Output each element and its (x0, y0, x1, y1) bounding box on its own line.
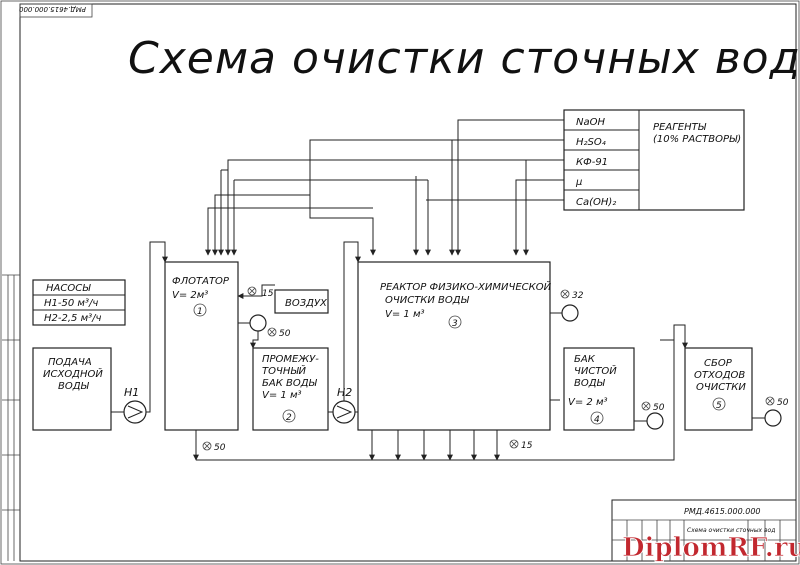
reactor-bottom-drains: 15 (196, 430, 533, 461)
title-block: РМД.4615.000.000 Схема очистки сточных в… (611, 499, 797, 562)
reagent-naoh: NaOH (576, 117, 605, 128)
flotator-side-outlet: 50 (238, 314, 291, 349)
flotator-bottom-valve-label: 50 (214, 443, 226, 453)
flotator-name: ФЛОТАТОР (172, 276, 230, 287)
clean-tank-label-1: БАК (574, 354, 596, 365)
waste-outlet: 50 (752, 396, 789, 427)
feed-label-1: ПОДАЧА (48, 357, 92, 368)
feed-label-2: ИСХОДНОЙ (43, 367, 103, 380)
flotator-number: 1 (197, 307, 203, 317)
reactor-label-1: РЕАКТОР ФИЗИКО-ХИМИЧЕСКОЙ (380, 280, 552, 293)
intermediate-volume: V= 1 м³ (262, 390, 302, 401)
reagent-lines (205, 119, 564, 256)
intermediate-label-1: ПРОМЕЖУ- (262, 354, 319, 365)
top-code-box (19, 3, 93, 18)
clean-tank-label-3: ВОДЫ (574, 378, 606, 389)
air-label: ВОЗДУХ (285, 298, 328, 309)
pumps-header: НАСОСЫ (46, 283, 91, 294)
clean-tank-label-2: ЧИСТОЙ (574, 364, 617, 377)
pump-h1: Н1 (111, 241, 168, 424)
pump-h2: Н2 (328, 241, 361, 424)
reagents-label: РЕАГЕНТЫ (653, 122, 707, 133)
intermediate-label-3: БАК ВОДЫ (262, 378, 318, 389)
flotator-bottom-drain: 50 (193, 430, 226, 461)
feed-box: ПОДАЧА ИСХОДНОЙ ВОДЫ (32, 347, 112, 431)
pumps-table: НАСОСЫ Н1-50 м³/ч Н2-2,5 м³/ч (32, 279, 126, 326)
intermediate-number: 2 (286, 413, 292, 423)
stamp-caption: Схема очистки сточных вод (687, 527, 775, 534)
diagram-title: Схема очистки сточных вод (128, 33, 800, 84)
watermark-logo: DiplomRF.ru (622, 533, 800, 563)
air-supply: ВОЗДУХ 15 (237, 284, 329, 314)
waste-label-3: ОЧИСТКИ (696, 382, 746, 393)
reactor-number: 3 (452, 319, 458, 329)
air-valve-label: 15 (262, 289, 274, 299)
flotator-side-valve-label: 50 (279, 329, 291, 339)
drawing-frame (19, 3, 797, 562)
waste-label-1: СБОР (704, 358, 733, 369)
waste-number: 5 (716, 401, 722, 411)
waste-box: СБОР ОТХОДОВ ОЧИСТКИ 5 (520, 324, 753, 461)
pump-h2-label: Н2 (337, 386, 352, 399)
clean-tank-number: 4 (594, 415, 600, 425)
intermediate-label-2: ТОЧНЫЙ (262, 364, 307, 377)
flotator-volume: V= 2м³ (172, 290, 208, 301)
clean-tank-volume: V= 2 м³ (568, 397, 608, 408)
pump-h1-spec: Н1-50 м³/ч (44, 298, 98, 309)
left-margin-strip (2, 274, 20, 561)
reactor-outlet: 32 (550, 289, 584, 322)
clean-tank-outlet: 50 (634, 401, 665, 430)
reagent-h2so4: H₂SO₄ (576, 137, 606, 148)
clean-tank-box: БАК ЧИСТОЙ ВОДЫ V= 2 м³ 4 (563, 347, 635, 431)
top-code-text: РМД.4615.000.000 (19, 5, 86, 13)
reactor-bottom-valve-label: 15 (521, 441, 533, 451)
reagent-kf91: КФ-91 (576, 157, 608, 168)
reactor-label-2: ОЧИСТКИ ВОДЫ (385, 295, 470, 306)
reactor-top-valve-label: 32 (572, 291, 584, 301)
waste-valve-label: 50 (777, 398, 789, 408)
reagent-mu: μ (575, 177, 582, 188)
intermediate-tank-box: ПРОМЕЖУ- ТОЧНЫЙ БАК ВОДЫ V= 1 м³ 2 (252, 347, 329, 431)
pump-h2-spec: Н2-2,5 м³/ч (44, 313, 101, 324)
flotator-box: ФЛОТАТОР V= 2м³ 1 (164, 261, 239, 431)
reagents-table: NaOH H₂SO₄ КФ-91 μ Ca(OH)₂ РЕАГЕНТЫ (10%… (563, 109, 745, 211)
pump-h1-label: Н1 (124, 386, 139, 399)
stamp-code: РМД.4615.000.000 (684, 507, 761, 516)
clean-tank-valve-label: 50 (653, 403, 665, 413)
waste-label-2: ОТХОДОВ (694, 370, 745, 381)
reagents-label-sub: (10% РАСТВОРЫ) (653, 134, 741, 145)
reactor-volume: V= 1 м³ (385, 309, 425, 320)
reactor-box: РЕАКТОР ФИЗИКО-ХИМИЧЕСКОЙ ОЧИСТКИ ВОДЫ V… (357, 261, 552, 431)
feed-label-3: ВОДЫ (58, 381, 90, 392)
reagent-caoh2: Ca(OH)₂ (576, 197, 616, 208)
